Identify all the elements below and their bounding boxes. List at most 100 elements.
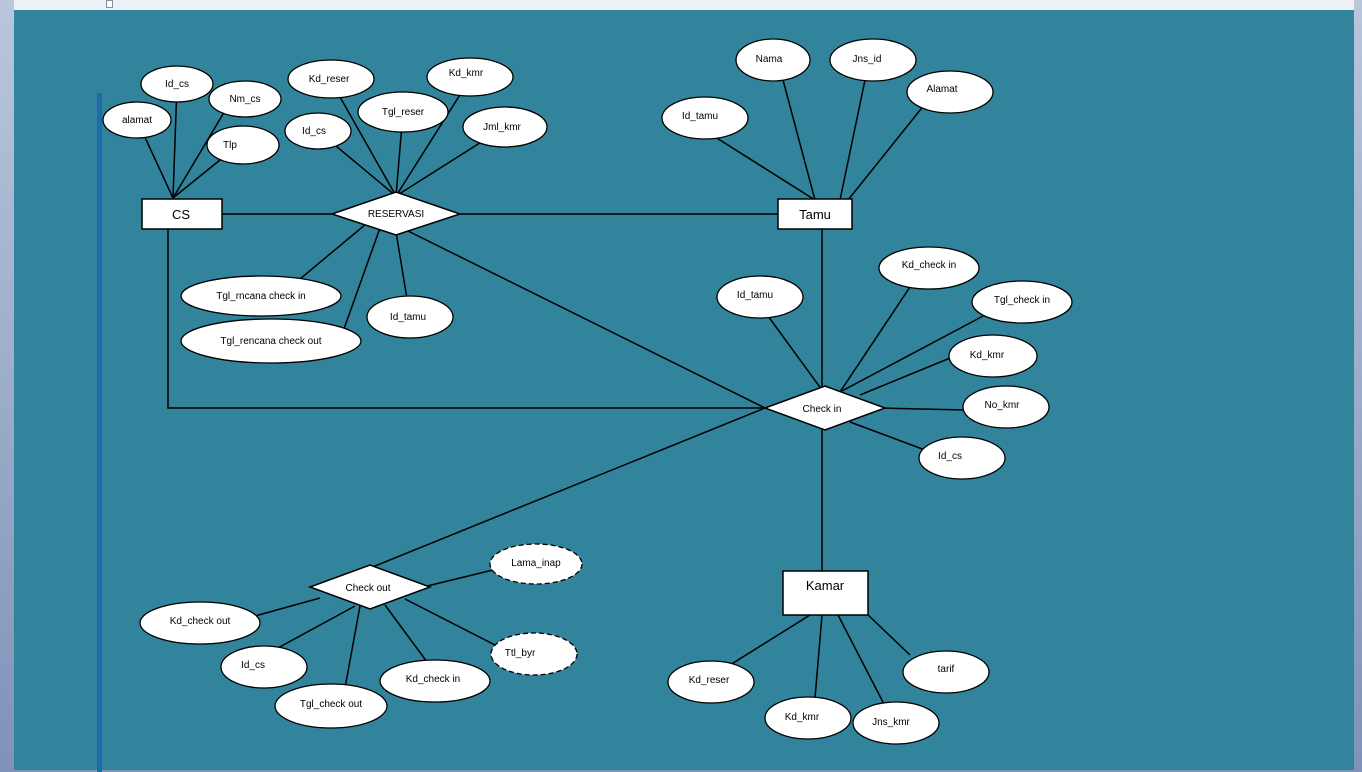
attribute-labels: Id_cs Nm_cs alamat Tlp Kd_reser Kd_kmr T…	[122, 54, 1050, 728]
attribute-ellipse[interactable]	[102, 101, 172, 139]
attribute-label: Kd_reser	[689, 675, 730, 686]
attribute-label: Tgl_check in	[994, 295, 1050, 306]
attribute-ellipse[interactable]	[667, 660, 755, 704]
relationship-label-reservasi: RESERVASI	[368, 209, 424, 220]
attribute-label: Jns_id	[853, 54, 882, 65]
entity-label-tamu: Tamu	[799, 207, 831, 222]
attribute-ellipse[interactable]	[971, 280, 1073, 324]
connector	[172, 83, 178, 199]
attribute-label: Id_tamu	[737, 290, 773, 301]
attribute-ellipse[interactable]	[206, 125, 280, 165]
attribute-ellipse[interactable]	[274, 683, 388, 729]
attribute-ellipse[interactable]	[366, 295, 454, 339]
attribute-ellipse[interactable]	[902, 650, 990, 694]
relationship-label-check-out: Check out	[345, 583, 390, 594]
entity-cs[interactable]	[141, 198, 223, 230]
relationship-reservasi[interactable]	[329, 191, 463, 236]
attribute-ellipse[interactable]	[284, 112, 352, 150]
attribute-ellipse[interactable]	[918, 436, 1006, 480]
attribute-label: Tgl_check out	[300, 699, 362, 710]
attribute-ellipse[interactable]	[764, 696, 852, 740]
connector	[839, 79, 866, 201]
connector	[729, 614, 811, 666]
connector	[711, 134, 816, 201]
attribute-ellipse[interactable]	[379, 659, 491, 703]
connector	[167, 229, 765, 409]
entity-label-kamar: Kamar	[806, 578, 845, 593]
attribute-ellipse[interactable]	[852, 701, 940, 745]
attribute-ellipse[interactable]	[878, 246, 980, 290]
attribute-ellipse[interactable]	[287, 59, 375, 99]
connector	[369, 407, 766, 569]
attribute-label: Alamat	[926, 84, 957, 95]
relationship-check-out[interactable]	[307, 564, 433, 610]
connector-lines	[136, 78, 986, 707]
attribute-label: Kd_check in	[902, 260, 956, 271]
attribute-label: Jml_kmr	[483, 122, 521, 133]
connector	[859, 355, 956, 396]
attribute-ellipses	[102, 38, 1073, 745]
attribute-label: No_kmr	[984, 400, 1020, 411]
relationships	[307, 191, 888, 610]
attribute-ellipse[interactable]	[829, 38, 917, 82]
attribute-label: Ttl_byr	[505, 648, 536, 659]
connector	[344, 605, 361, 689]
attribute-label: Tgl_rncana check in	[216, 291, 306, 302]
connector	[814, 614, 823, 699]
entity-labels: CS Tamu Kamar	[172, 207, 845, 593]
attribute-label: Kd_kmr	[449, 68, 484, 79]
margin-bar	[97, 93, 102, 772]
attribute-label: alamat	[122, 115, 152, 126]
entity-kamar[interactable]	[782, 570, 869, 616]
attribute-ellipse[interactable]	[426, 57, 514, 97]
connector	[767, 315, 823, 391]
attribute-label: Kd_reser	[309, 74, 350, 85]
attribute-ellipse[interactable]	[462, 106, 548, 148]
connector	[422, 569, 494, 588]
attribute-ellipse[interactable]	[220, 645, 308, 689]
attribute-label: Id_cs	[938, 451, 962, 462]
attribute-label: Tgl_reser	[382, 107, 425, 118]
attribute-label: Tgl_rencana check out	[220, 336, 321, 347]
attribute-ellipse[interactable]	[948, 334, 1038, 378]
entities	[141, 198, 869, 616]
relationship-check-in[interactable]	[762, 385, 888, 431]
attribute-ellipse[interactable]	[180, 275, 342, 317]
attribute-label: Lama_inap	[511, 558, 561, 569]
connector	[254, 597, 321, 617]
connector	[404, 598, 496, 646]
attribute-ellipse[interactable]	[962, 385, 1050, 429]
attribute-ellipse[interactable]	[357, 91, 449, 133]
attribute-label: Kd_check out	[170, 616, 231, 627]
entity-tamu[interactable]	[777, 198, 853, 230]
attribute-ellipse[interactable]	[490, 632, 578, 676]
connector	[849, 421, 926, 451]
connector	[384, 604, 431, 667]
connector	[330, 80, 397, 197]
attribute-ellipse[interactable]	[661, 96, 749, 140]
connector	[782, 79, 816, 201]
connector	[837, 614, 886, 707]
entity-label-cs: CS	[172, 207, 190, 222]
attribute-ellipse[interactable]	[180, 318, 362, 364]
connector	[839, 314, 986, 393]
attribute-ellipse[interactable]	[489, 543, 583, 585]
attribute-ellipse[interactable]	[139, 601, 261, 645]
connector	[395, 78, 471, 197]
attribute-ellipse[interactable]	[716, 275, 804, 319]
connector	[847, 103, 926, 201]
connector	[405, 229, 766, 409]
attribute-ellipse[interactable]	[208, 80, 282, 118]
attribute-ellipse[interactable]	[735, 38, 811, 82]
attribute-ellipse[interactable]	[140, 65, 214, 103]
indent-marker-icon[interactable]	[106, 0, 113, 8]
attribute-label: Kd_kmr	[785, 712, 820, 723]
connector	[172, 98, 233, 199]
attribute-label: Nm_cs	[229, 94, 260, 105]
attribute-label: Tlp	[223, 140, 237, 151]
attribute-label: tarif	[938, 664, 955, 675]
connector	[879, 407, 966, 411]
attribute-label: Id_cs	[165, 79, 189, 90]
attribute-ellipse[interactable]	[906, 70, 994, 114]
